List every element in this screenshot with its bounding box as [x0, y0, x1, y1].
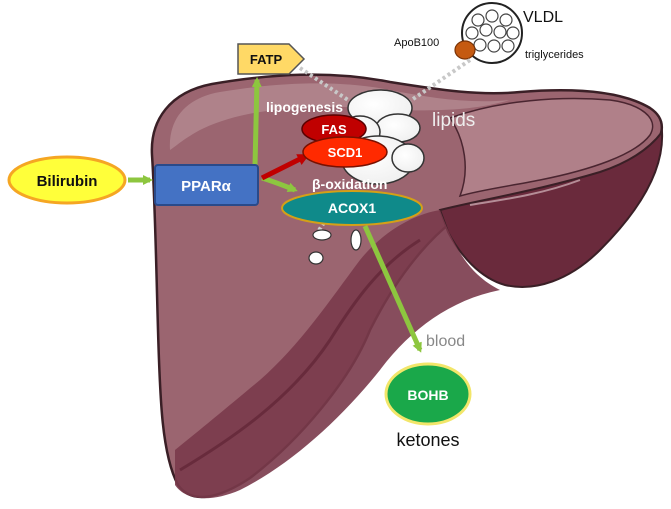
- ppara-label: PPARα: [181, 178, 232, 195]
- lipogenesis-label: lipogenesis: [266, 99, 343, 115]
- apob100-label: ApoB100: [394, 37, 439, 49]
- scd1-node: [302, 136, 388, 168]
- vldl-label: VLDL: [523, 9, 563, 26]
- acox1-label: ACOX1: [328, 200, 376, 216]
- liver-fissure: [469, 179, 581, 206]
- fatp-label: FATP: [250, 52, 283, 67]
- small-droplets: [308, 229, 362, 265]
- liver-dark-lobe: [438, 129, 664, 288]
- liver-lower-band: [175, 210, 500, 499]
- vldl-particle: [454, 2, 523, 64]
- fatp-node: [237, 43, 306, 75]
- fas-label: FAS: [321, 122, 347, 137]
- bohb-label: BOHB: [407, 387, 448, 403]
- acox1-node: [281, 190, 423, 226]
- bilirubin-node: [7, 155, 127, 205]
- arrow-ppara-scd1: [260, 153, 310, 181]
- ketones-label: ketones: [396, 430, 459, 450]
- vldl-dotted-link: [398, 58, 472, 110]
- blood-label: blood: [426, 333, 465, 350]
- lipids-label: lipids: [432, 110, 475, 131]
- liver-right-lobe: [448, 97, 654, 198]
- arrow-acox1-bohb: [362, 224, 423, 353]
- bohb-node: [384, 362, 472, 426]
- ppara-node: [154, 164, 259, 206]
- bilirubin-label: Bilirubin: [37, 173, 98, 190]
- triglycerides-label: triglycerides: [525, 49, 584, 61]
- arrow-ppara-fatp: [251, 77, 262, 167]
- scd1-label: SCD1: [328, 145, 363, 160]
- apob100-marker: [454, 40, 476, 60]
- beta-oxidation-label: β-oxidation: [312, 176, 387, 192]
